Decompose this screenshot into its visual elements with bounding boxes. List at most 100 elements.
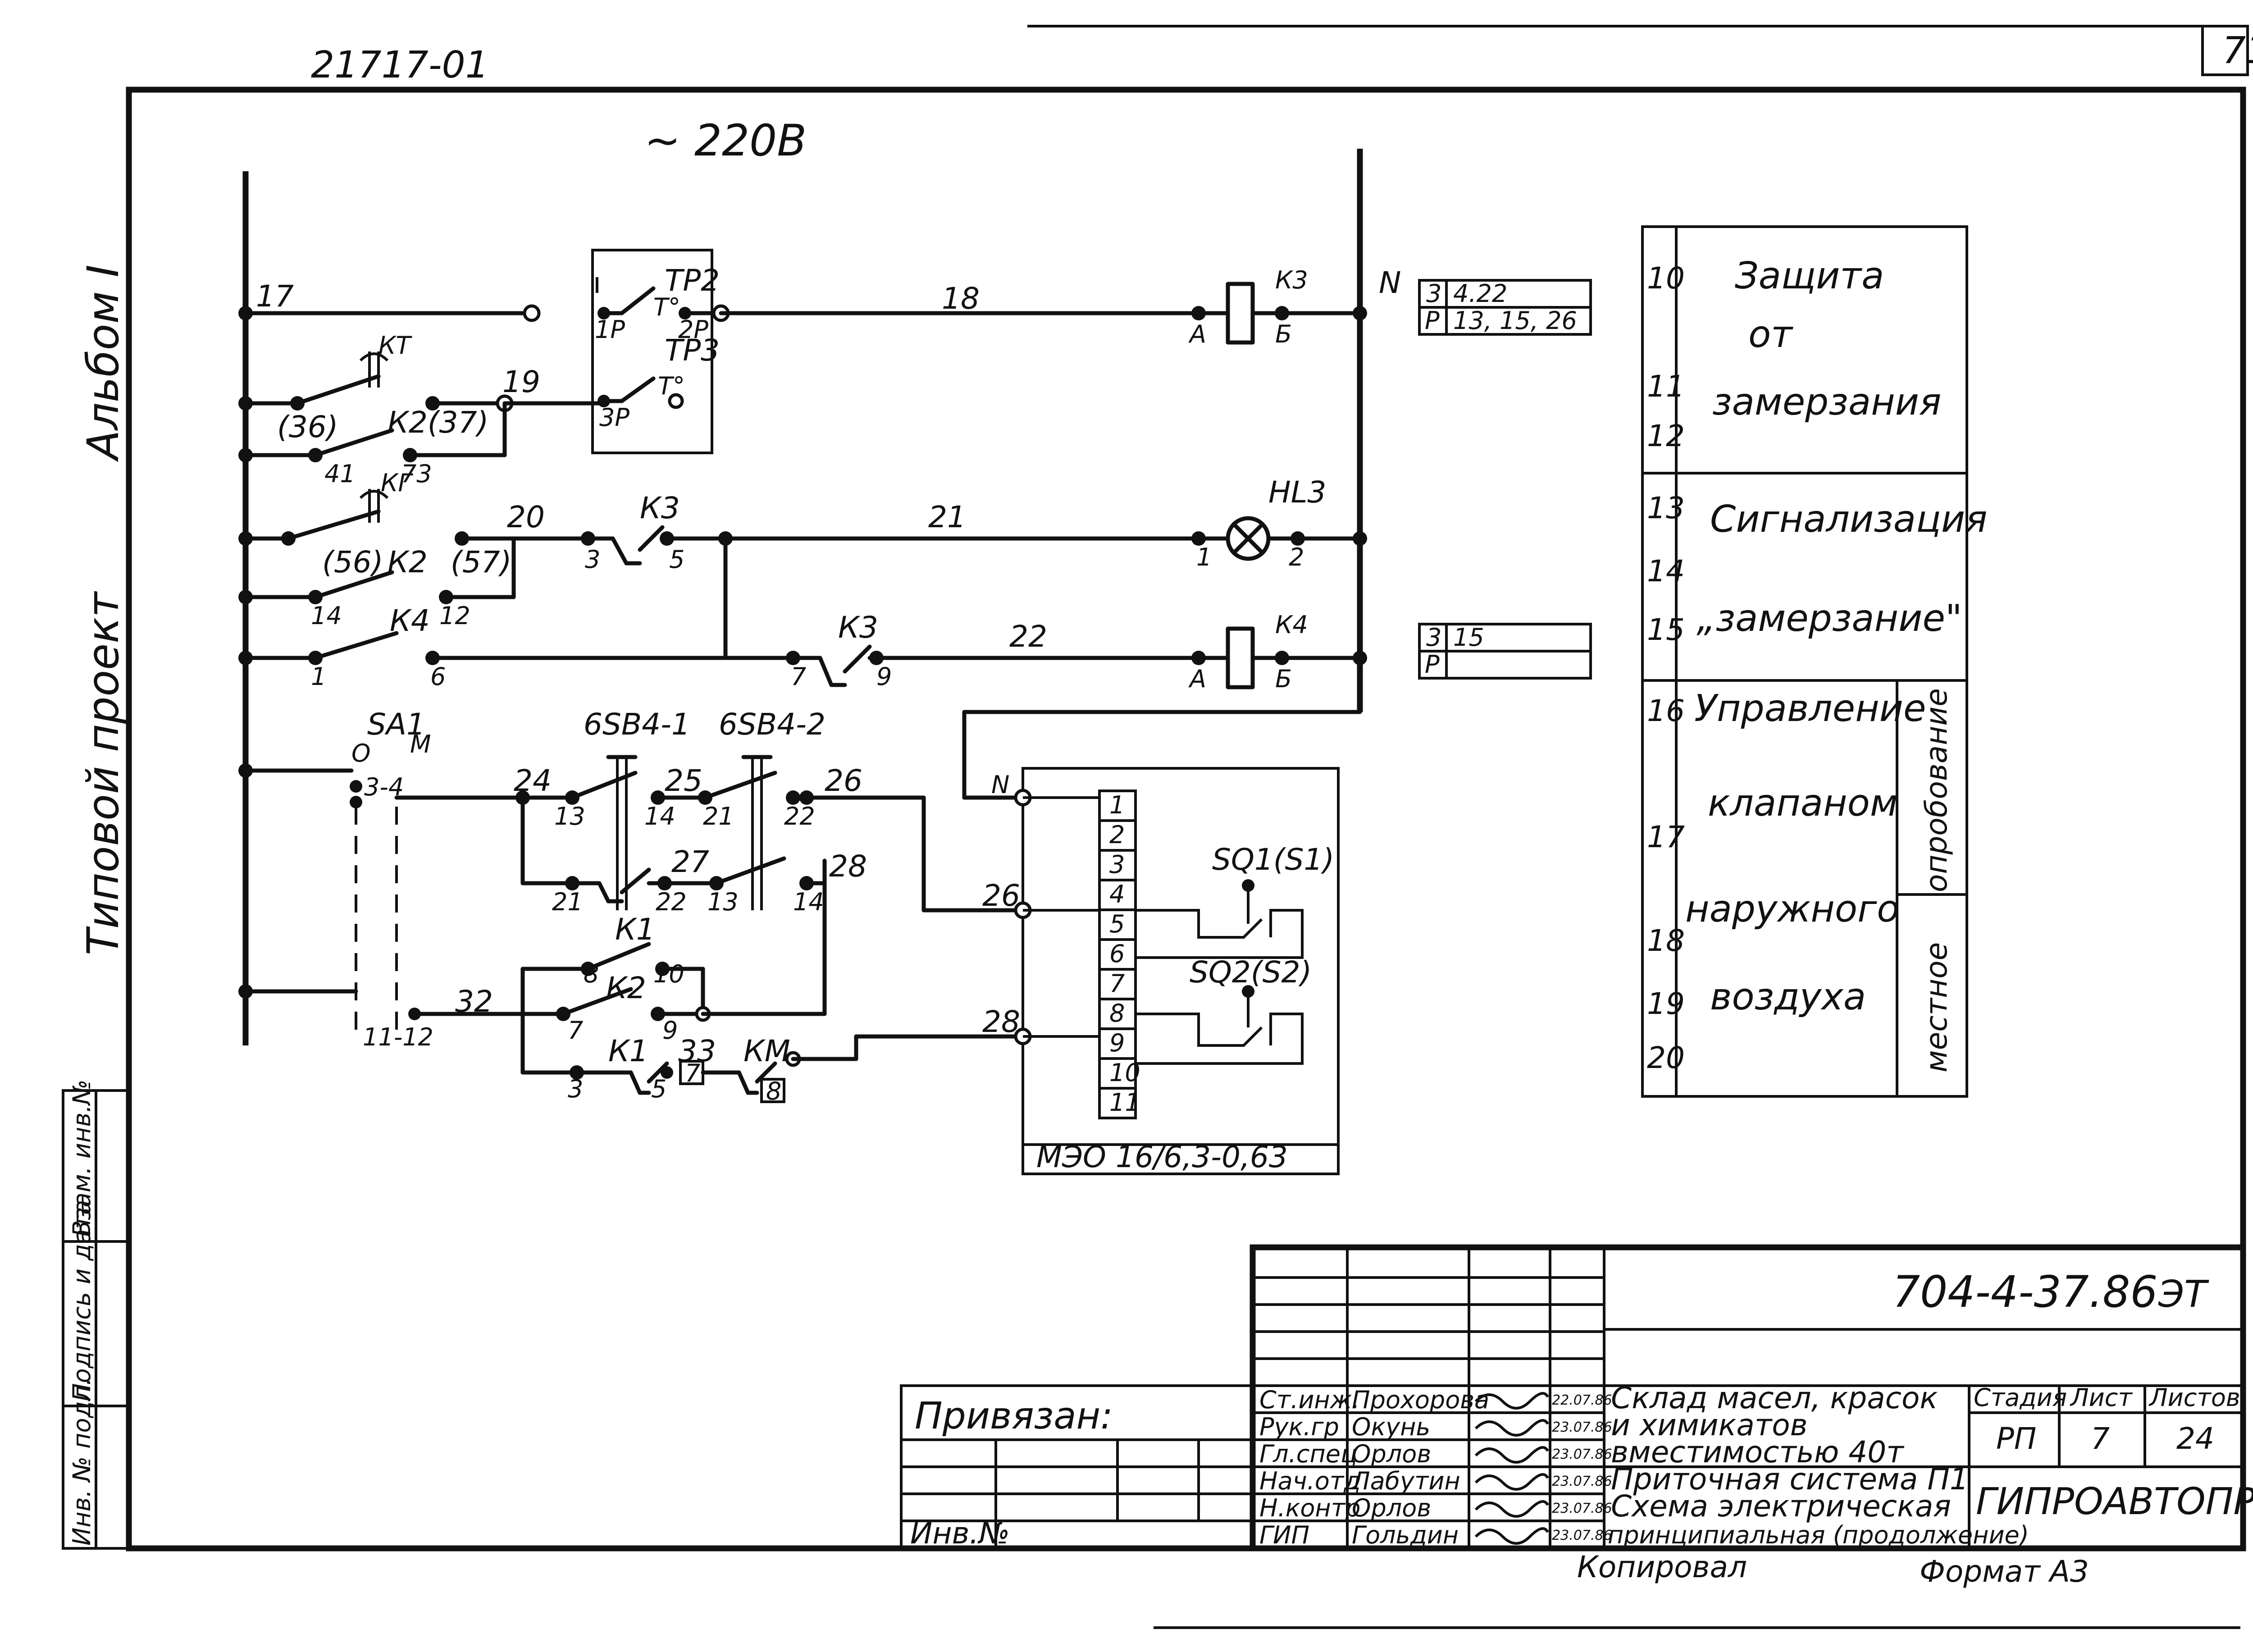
object-line2: и химикатов [1611, 1408, 1808, 1442]
coil-k4-b: Б [1275, 665, 1292, 693]
stamp-date: 23.07.86 [1552, 1528, 1612, 1543]
signature-scribble [1474, 1500, 1549, 1518]
object-line1: Склад масел, красок [1611, 1381, 1938, 1415]
coil-k3-a: А [1188, 320, 1206, 348]
terminal-strip-cell: 8 [1109, 999, 1125, 1027]
wire-20: 20 [507, 500, 545, 534]
legend-row-number: 12 [1647, 419, 1685, 453]
inv-label: Инв.№ [910, 1516, 1010, 1551]
sb42-label: 6SB4-2 [719, 707, 825, 742]
archive-code: 21717-01 [311, 44, 489, 87]
stage-header: Стадия [1974, 1383, 2067, 1412]
signature-scribble [1474, 1392, 1549, 1410]
legend-row-number: 19 [1647, 986, 1685, 1021]
side-stamp-replace: Взам. инв.№ [68, 1080, 96, 1237]
tp-3p: 3Р [599, 403, 629, 432]
term-1: 1 [311, 662, 326, 691]
side-album-label: Альбом I [78, 265, 128, 462]
term-9: 9 [876, 662, 892, 691]
legend-sub-test: опробование [1919, 688, 1954, 892]
kt-label: КТ [379, 331, 412, 360]
stamp-role: Нач.отд [1259, 1467, 1361, 1495]
term-41: 41 [324, 460, 356, 488]
k1-term-8: 8 [584, 960, 599, 988]
legend-sec1-line1: Защита [1735, 255, 1884, 297]
legend-sec2-line1: Сигнализация [1710, 498, 1987, 541]
k1-contact-a-label: К1 [615, 912, 655, 947]
signature-scribble [1474, 1473, 1549, 1491]
ref1-row2-val: 13, 15, 26 [1453, 306, 1577, 335]
sb42-term-21: 21 [703, 802, 734, 831]
stamp-name: Лабутин [1351, 1467, 1460, 1495]
terminal-strip-cell: 3 [1109, 850, 1125, 879]
stamp-role: ГИП [1259, 1521, 1309, 1549]
wire-25: 25 [665, 763, 702, 798]
ref1-row1-key: 3 [1426, 279, 1441, 308]
sb42-term-14: 14 [793, 888, 824, 916]
terminal-strip-cell: 11 [1109, 1088, 1140, 1117]
k1-term-5: 5 [651, 1075, 666, 1103]
rung-4: К4 1 6 К3 7 9 22 К4 А Б [238, 603, 1367, 800]
tp2-temp: Т° [653, 293, 680, 321]
coil-k4-a: А [1188, 665, 1206, 693]
sb41-term-22: 22 [656, 888, 687, 916]
sheet-header: Лист [2070, 1383, 2133, 1412]
left-side-stamp: Инв. № подл. Подпись и дата Взам. инв.№ [62, 1080, 130, 1550]
sb42-term-22: 22 [784, 802, 815, 831]
ref1-row2-key: Р [1425, 306, 1440, 335]
term-6: 6 [430, 662, 446, 691]
legend-sec3-line2: клапаном [1708, 782, 1898, 825]
term-12: 12 [439, 602, 470, 630]
wire-27: 27 [671, 844, 709, 879]
stamp-name: Гольдин [1352, 1521, 1459, 1549]
legend-sec3-line3: наружного [1685, 888, 1899, 931]
box-8: 8 [766, 1077, 781, 1105]
legend-row-number: 18 [1647, 923, 1685, 958]
stamp-role: Рук.гр [1259, 1413, 1339, 1441]
wire-22: 22 [1009, 619, 1047, 654]
terminal-strip-cell: 9 [1109, 1029, 1125, 1057]
k2-label: К2 [388, 545, 428, 580]
wire-17: 17 [256, 279, 294, 314]
coil-k4-label: К4 [1275, 611, 1308, 639]
mech-input-26: 26 [982, 878, 1020, 913]
sb41-label: 6SB4-1 [584, 707, 690, 742]
side-stamp-inv: Инв. № подл. [68, 1378, 96, 1546]
coil-k3 [1226, 282, 1255, 345]
term-14: 14 [311, 602, 342, 630]
term-56: (56) [322, 545, 383, 580]
hl3-term-1: 1 [1196, 543, 1212, 571]
sb41-term-21: 21 [552, 888, 583, 916]
ref2-row1-val: 15 [1453, 623, 1484, 652]
sb41-term-14: 14 [644, 802, 675, 831]
tp3-label: ТР3 [665, 333, 720, 368]
stamp-name: Прохорова [1352, 1386, 1489, 1414]
title-line3: принципиальная (продолжение) [1608, 1521, 2029, 1549]
page-number-box [2201, 25, 2249, 76]
ref-table-k4: 3 15 Р [1418, 623, 1592, 680]
stamp-role: Ст.инж. [1259, 1386, 1360, 1414]
k2-term-9: 9 [662, 1016, 678, 1045]
legend-sec2-line2: „замерзание" [1697, 597, 1962, 640]
legend-sec3-line1: Управление [1694, 687, 1926, 730]
wire-28: 28 [829, 849, 867, 884]
k3-term-3: 3 [585, 545, 600, 574]
coil-k3-label: К3 [1275, 266, 1308, 294]
hl3-term-2: 2 [1289, 543, 1304, 571]
copied-label: Копировал [1577, 1550, 1747, 1584]
page-number: 71 [2222, 29, 2253, 72]
stamp-name: Орлов [1352, 1494, 1431, 1522]
rung-2: КТ 19 (36) К2(37) 41 73 [238, 331, 606, 488]
ref1-row1-val: 4.22 [1453, 279, 1507, 308]
doc-code: ЭТ [2158, 1273, 2209, 1316]
ref-table-k3: 3 4.22 Р 13, 15, 26 [1418, 279, 1592, 336]
stamp-role: Гл.спец [1259, 1440, 1357, 1468]
term-7: 7 [791, 662, 806, 691]
coil-k4 [1226, 626, 1255, 689]
hl3-label: HL3 [1268, 475, 1326, 510]
terminal-strip-cell: 2 [1109, 821, 1125, 849]
sb42-term-13: 13 [707, 888, 739, 916]
